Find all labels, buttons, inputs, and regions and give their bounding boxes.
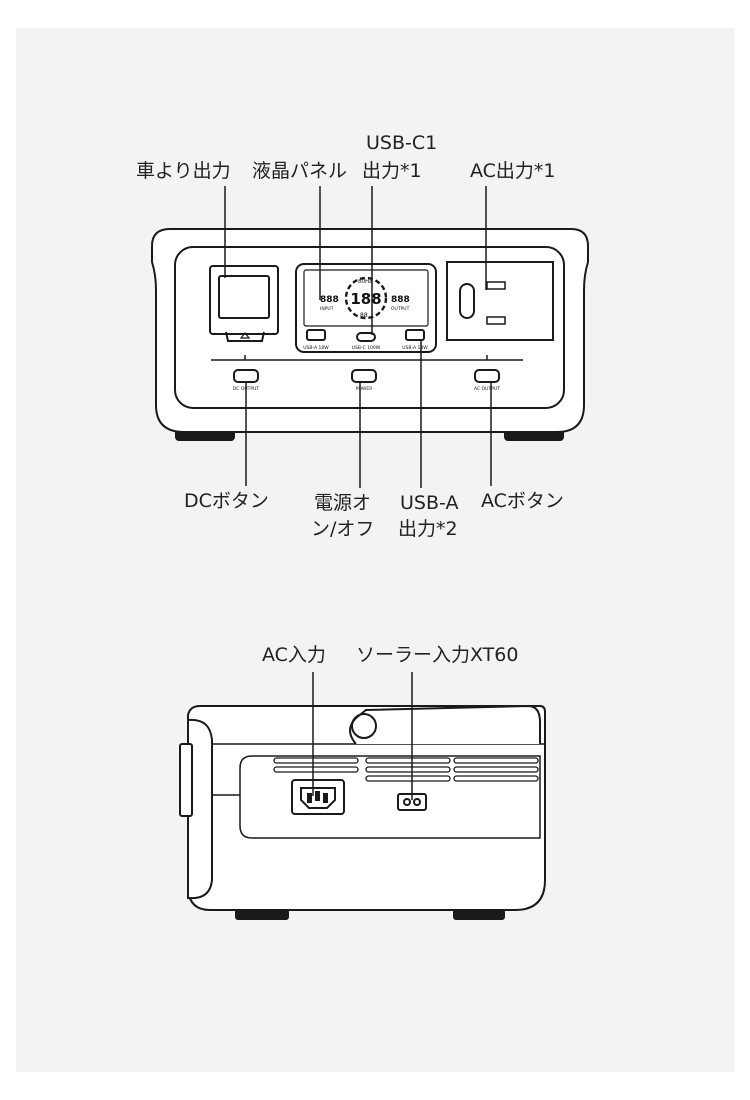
label-power-line1: 電源オ: [314, 492, 372, 514]
label-usb-a-line2: 出力*2: [398, 518, 458, 540]
front-leader-lines: [224, 186, 492, 488]
lcd-output-label: OUTPUT: [391, 306, 410, 312]
car-output-socket: [209, 265, 279, 342]
usb-a-port-right: [405, 329, 425, 341]
dc-output-label: DC OUTPUT: [233, 386, 260, 392]
ac-output-button: [474, 369, 500, 383]
label-usb-a-line1: USB-A: [400, 492, 459, 514]
label-usb-c1-line2: 出力*1: [362, 160, 422, 182]
usb-c-port: [356, 332, 376, 342]
front-device-text: 188 888 888 INPUT OUTPUT 80Hz 88 USB-A 1…: [233, 279, 500, 392]
label-car-output: 車より出力: [136, 160, 231, 182]
label-ac-output: AC出力*1: [470, 160, 556, 182]
side-foot-right: [453, 909, 505, 920]
lcd-hz: 80Hz: [358, 279, 372, 285]
side-inner-panel: [239, 755, 541, 839]
side-leader-lines: [312, 672, 413, 800]
usb-c-label: USB-C 100W: [352, 345, 381, 351]
lcd-digits-center: 188: [350, 290, 381, 308]
side-body-outline: [187, 705, 546, 911]
ac-output-label: AC OUTPUT: [474, 386, 500, 392]
usb-a-port-left: [306, 329, 326, 341]
usb-a-right-label: USB-A 18W: [402, 345, 428, 351]
label-solar-input: ソーラー入力XT60: [356, 644, 519, 666]
usb-a-left-label: USB-A 18W: [303, 345, 329, 351]
lcd-panel: [295, 263, 437, 353]
side-front-face: [187, 718, 213, 900]
lcd-digits-right: 888: [391, 295, 410, 305]
label-usb-c1-line1: USB-C1: [366, 132, 438, 154]
label-ac-input: AC入力: [262, 644, 326, 666]
ac-input-socket: [291, 779, 345, 815]
label-ac-button: ACボタン: [481, 490, 564, 512]
side-view-device: [179, 704, 546, 920]
ac-outlet: [446, 261, 554, 341]
power-button: [351, 369, 377, 383]
side-vents: [273, 757, 539, 782]
front-inner-frame: [174, 246, 565, 409]
side-foot-left: [235, 909, 289, 920]
label-power-line2: ン/オフ: [311, 518, 375, 540]
side-handle: [349, 704, 541, 745]
lcd-digits-left: 888: [320, 295, 339, 305]
power-label: POWER: [356, 386, 373, 392]
lcd-input-label: INPUT: [320, 306, 334, 312]
label-lcd-panel: 液晶パネル: [252, 160, 348, 182]
lcd-small: 88: [360, 312, 368, 319]
xt60-socket: [397, 793, 427, 811]
label-dc-button: DCボタン: [184, 490, 269, 512]
front-view-device: [151, 228, 589, 441]
